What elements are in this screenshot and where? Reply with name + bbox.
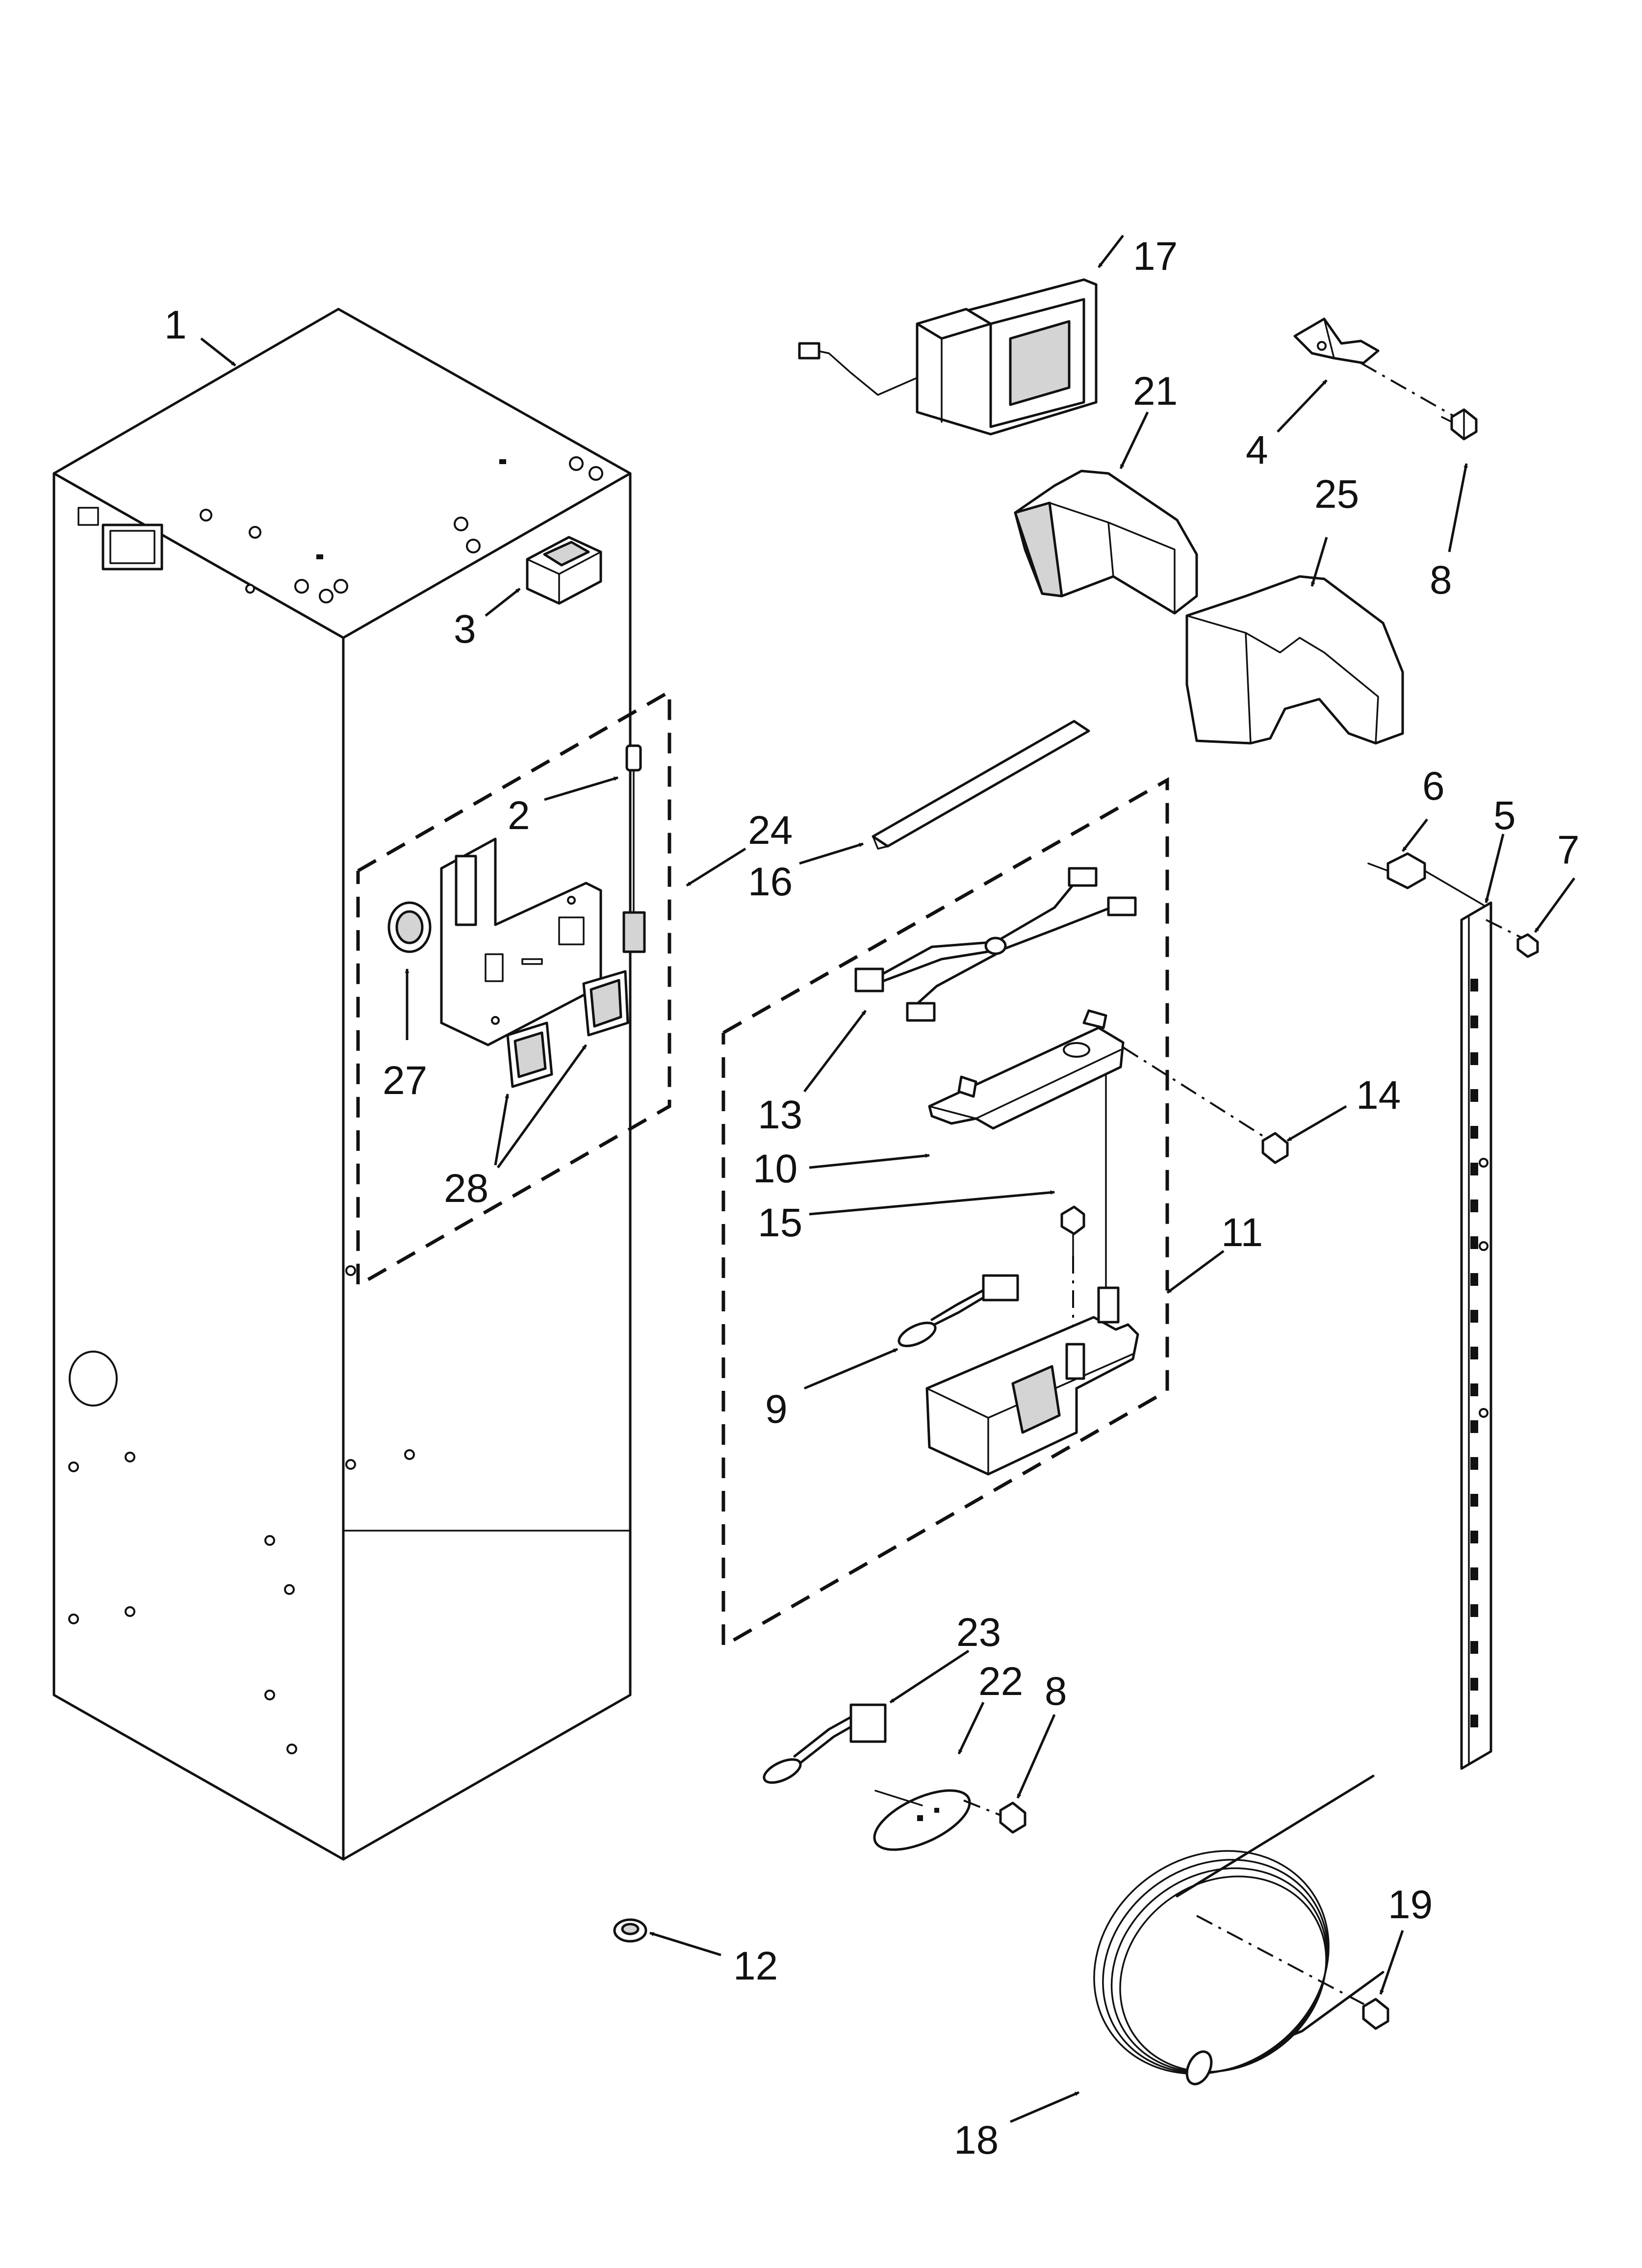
callout-27: 27 — [383, 1058, 427, 1103]
callout-9: 9 — [765, 1387, 788, 1432]
callout-5: 5 — [1493, 793, 1516, 838]
cover-part-22 — [873, 1789, 971, 1851]
callout-11: 11 — [1221, 1210, 1263, 1255]
grommet-part — [387, 901, 432, 953]
grommet-part-12 — [613, 1918, 647, 1943]
callout-13: 13 — [758, 1093, 802, 1137]
vertical-rail-part-5 — [1460, 901, 1492, 1770]
cabinet-side-holes — [68, 1265, 415, 1754]
bracket-part-10 — [928, 1009, 1125, 1130]
callout-16: 16 — [748, 860, 793, 904]
cabinet-part — [52, 308, 632, 1861]
light-module-part — [798, 278, 1098, 436]
callout-24: 24 — [748, 808, 793, 853]
strip-part-16 — [872, 720, 1090, 850]
callout-8-top: 8 — [1430, 558, 1452, 602]
callout-6: 6 — [1422, 764, 1445, 808]
screw-part-19 — [1362, 1998, 1389, 2030]
screw-part-14 — [1122, 1046, 1289, 1164]
harness-part-2 — [622, 744, 646, 953]
callout-15: 15 — [758, 1200, 802, 1245]
tray-part-11 — [925, 1073, 1139, 1476]
callout-25: 25 — [1314, 472, 1359, 517]
cover-part-25 — [1185, 575, 1404, 745]
control-box-assembly-group — [356, 688, 671, 1289]
callout-14: 14 — [1356, 1073, 1401, 1118]
sensor-part-9 — [898, 1274, 1019, 1347]
callout-2: 2 — [508, 793, 530, 838]
callout-23: 23 — [956, 1610, 1001, 1655]
callout-21: 21 — [1133, 369, 1178, 414]
clip-part-6 — [1367, 852, 1485, 906]
leader-lines — [200, 235, 1576, 2123]
cabinet-top-holes — [77, 456, 603, 603]
sensor-part-23 — [763, 1703, 887, 1784]
screw-part-8-bottom — [963, 1799, 1026, 1834]
callout-3: 3 — [454, 607, 476, 652]
callout-22: 22 — [978, 1659, 1023, 1704]
callout-18: 18 — [954, 2118, 999, 2163]
sensor-assembly-group — [721, 777, 1169, 1649]
screw-part-8-top — [1360, 362, 1478, 441]
duct-part-21 — [1014, 469, 1198, 615]
callout-28: 28 — [444, 1166, 488, 1211]
callout-17: 17 — [1133, 234, 1178, 279]
pads-part-28 — [506, 970, 629, 1088]
bracket-part-4 — [1293, 317, 1380, 365]
callout-labels: 1 2 3 4 5 6 7 8 8 9 10 11 12 13 14 15 16… — [164, 234, 1580, 2163]
harness-part-13 — [854, 867, 1137, 1022]
top-fitting-part — [526, 536, 602, 605]
callout-4: 4 — [1246, 428, 1268, 472]
callout-10: 10 — [753, 1147, 797, 1191]
callout-12: 12 — [733, 1944, 778, 1988]
callout-8-bottom: 8 — [1045, 1669, 1067, 1714]
screw-part-7 — [1486, 919, 1539, 958]
callout-19: 19 — [1388, 1882, 1433, 1927]
callout-7: 7 — [1557, 828, 1580, 872]
control-housing-part — [440, 837, 602, 1046]
callout-1: 1 — [164, 303, 187, 347]
tubing-part-18 — [1093, 1774, 1385, 2086]
